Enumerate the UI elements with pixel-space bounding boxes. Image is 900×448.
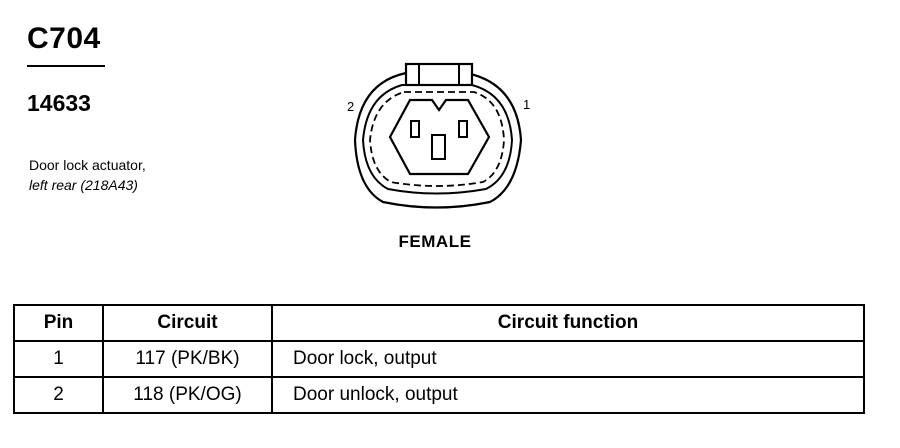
pin-1-terminal: [458, 120, 468, 138]
header-circuit-function: Circuit function: [271, 304, 865, 342]
locking-tab: [404, 62, 474, 87]
table-row: 2 118 (PK/OG) Door unlock, output: [13, 376, 865, 414]
pin-label-2: 2: [347, 99, 354, 114]
cell-pin: 1: [13, 340, 104, 378]
connector-description: Door lock actuator, left rear (218A43): [29, 155, 146, 195]
cell-pin: 2: [13, 376, 104, 414]
center-terminal: [431, 134, 446, 160]
pin-2-terminal: [410, 120, 420, 138]
connector-seal-dashed: [369, 91, 505, 187]
part-number: 14633: [27, 90, 91, 116]
cell-circuit-function: Door lock, output: [271, 340, 865, 378]
header-pin: Pin: [13, 304, 104, 342]
cell-circuit: 118 (PK/OG): [102, 376, 273, 414]
cell-circuit: 117 (PK/BK): [102, 340, 273, 378]
terminal-cavity: [388, 98, 491, 176]
table-row: 1 117 (PK/BK) Door lock, output: [13, 340, 865, 378]
description-line-1: Door lock actuator,: [29, 157, 146, 173]
pin-function-table: Pin Circuit Circuit function 1 117 (PK/B…: [13, 304, 865, 414]
connector-outer-housing: [353, 71, 523, 209]
description-line-2: left rear (218A43): [29, 177, 138, 193]
connector-face-diagram: 2 1: [347, 62, 530, 209]
header-circuit: Circuit: [102, 304, 273, 342]
table-header-row: Pin Circuit Circuit function: [13, 304, 865, 342]
connector-id: C704: [27, 22, 101, 55]
connector-id-underline: [27, 65, 105, 67]
connector-inner-shell: [361, 84, 514, 195]
connector-gender-label: FEMALE: [398, 232, 472, 251]
pin-label-1: 1: [523, 97, 530, 112]
cell-circuit-function: Door unlock, output: [271, 376, 865, 414]
